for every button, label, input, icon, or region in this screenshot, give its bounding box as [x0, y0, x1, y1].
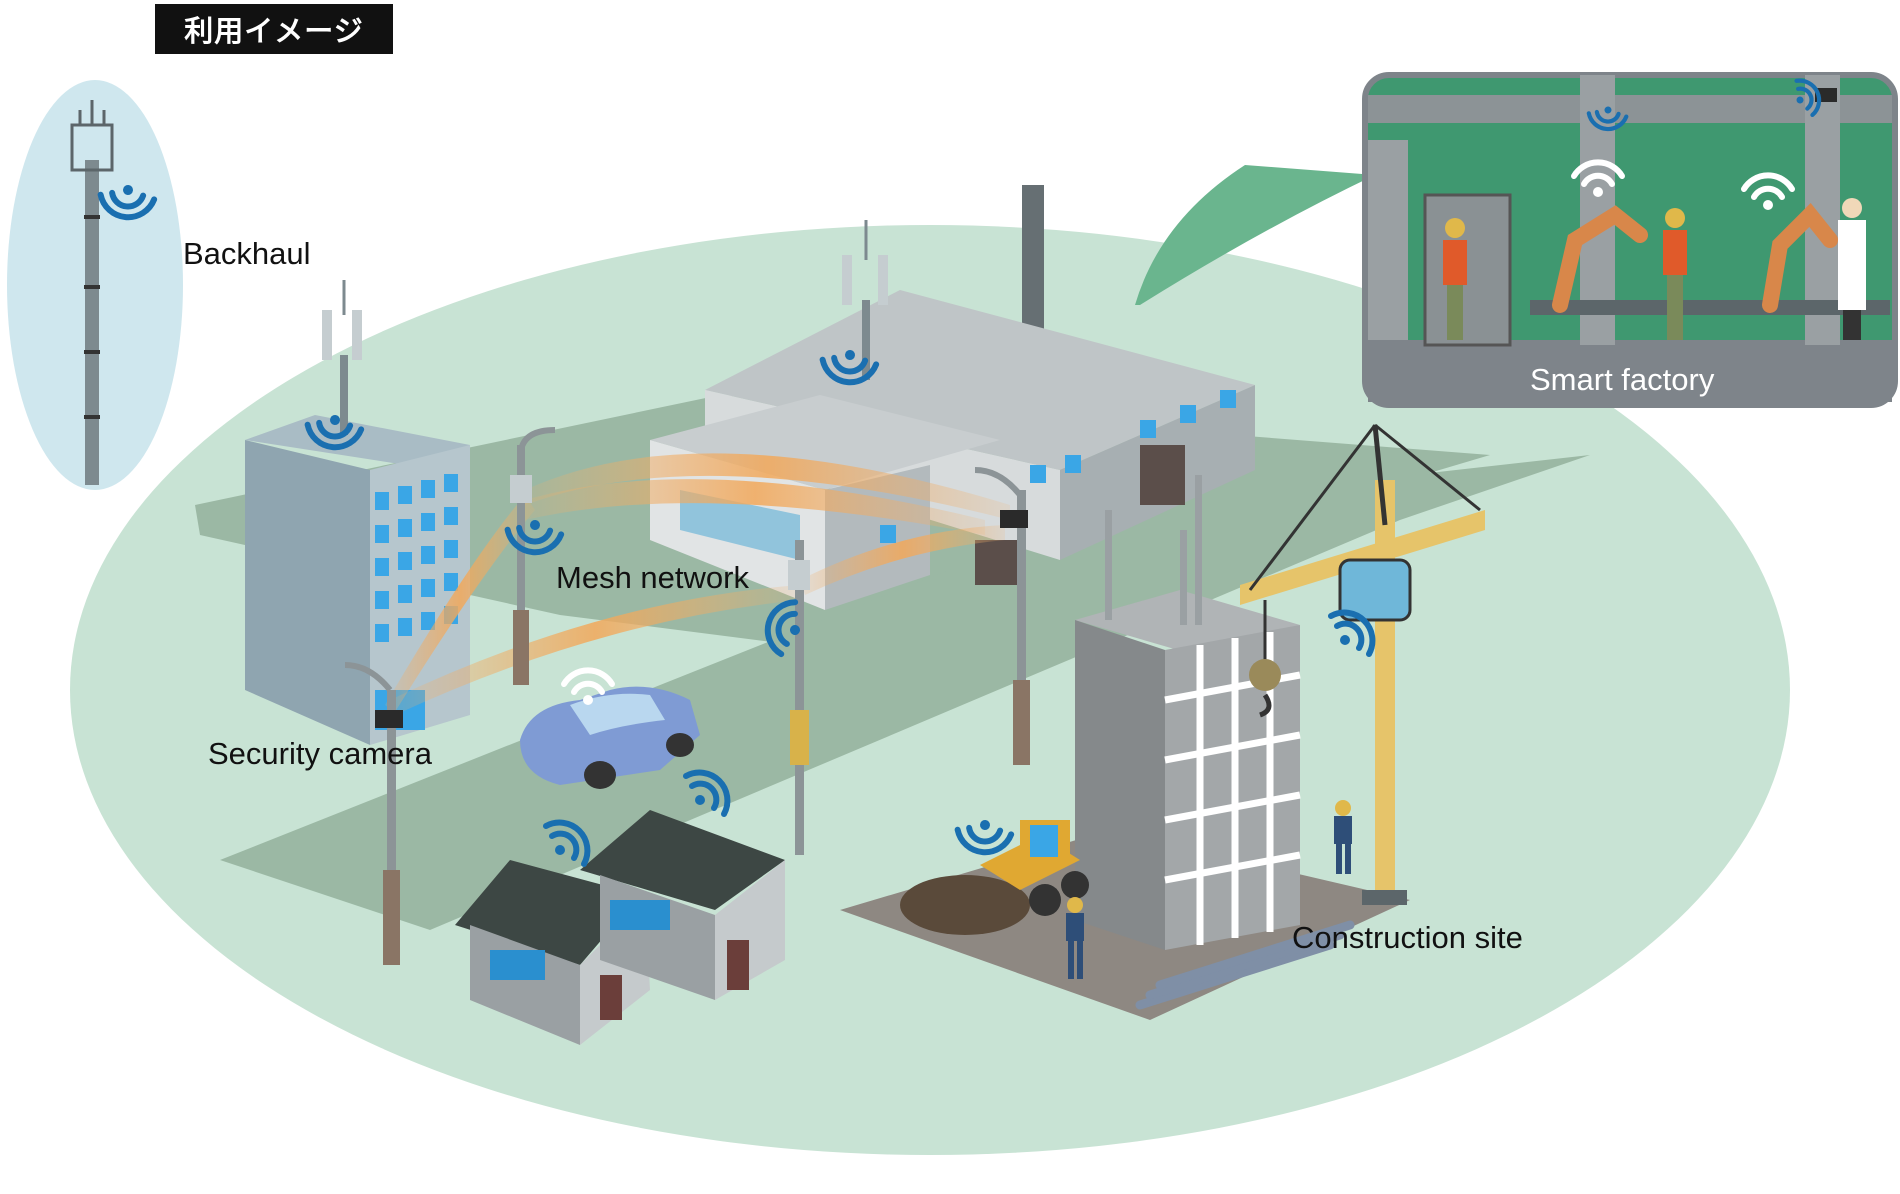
worker-icon: [1443, 218, 1467, 340]
backhaul-tower-icon: [70, 100, 114, 485]
crane-icon: [1240, 423, 1485, 905]
mesh-beams: [385, 453, 1010, 715]
house-icon: [580, 810, 785, 1000]
office-building: [245, 280, 470, 745]
street-lamp: [974, 467, 1030, 765]
label-security-camera: Security camera: [208, 736, 432, 771]
camera-icon: [1000, 510, 1028, 528]
worker-icon: [1066, 897, 1084, 979]
label-smart-factory: Smart factory: [1530, 362, 1715, 397]
smart-factory-inset: [1362, 72, 1898, 408]
callout-pointer: [1135, 165, 1375, 305]
street-lamp: [788, 540, 810, 855]
antenna-icon: [842, 220, 888, 380]
road-lower: [220, 455, 1590, 930]
robot-arm-icon: [1552, 203, 1838, 313]
worker-icon: [1334, 800, 1352, 874]
label-mesh-network: Mesh network: [556, 560, 749, 595]
label-backhaul: Backhaul: [183, 236, 311, 271]
car-icon: [520, 686, 700, 789]
worker-icon: [1838, 198, 1866, 340]
street-lamp: [510, 427, 556, 685]
image-tag: 利用イメージ: [155, 4, 393, 54]
camera-icon: [375, 710, 403, 728]
worker-icon: [1663, 208, 1687, 340]
street-lamp-security: [344, 662, 403, 965]
label-construction-site: Construction site: [1292, 920, 1523, 955]
construction-building: [1075, 475, 1301, 950]
antenna-icon: [322, 280, 362, 435]
excavator-icon: [980, 820, 1089, 916]
steel-pipes: [1135, 920, 1355, 1010]
